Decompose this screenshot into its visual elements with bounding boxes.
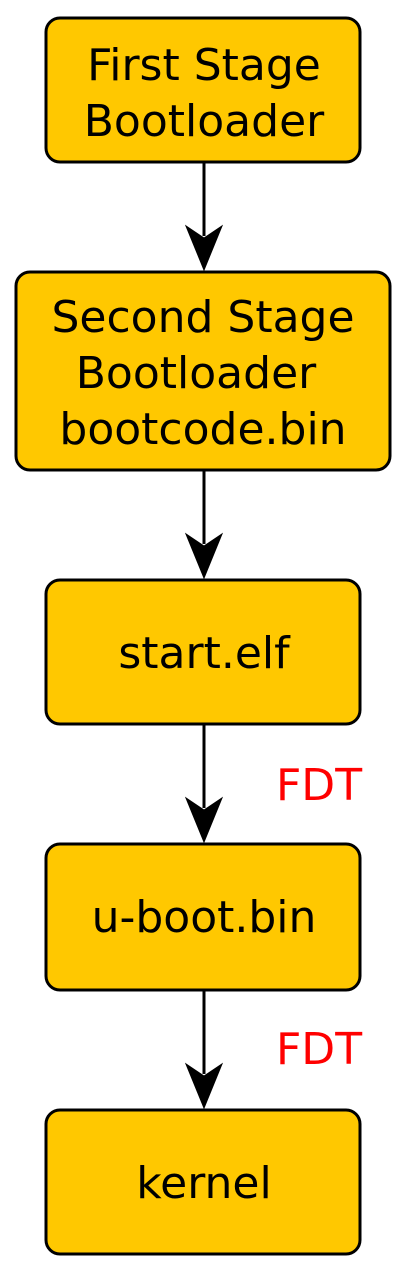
node-u-boot-bin: u-boot.bin (44, 842, 362, 992)
node-label-line: start.elf (118, 628, 291, 679)
node-box (44, 578, 362, 726)
edge-second-to-start (184, 470, 224, 580)
arrow-head (184, 796, 224, 844)
arrow-head (184, 532, 224, 580)
node-label-line: First Stage (87, 40, 321, 91)
node-first-stage-bootloader: First Stage Bootloader (44, 16, 362, 164)
node-second-stage-bootloader: Second Stage Bootloader bootcode.bin (14, 270, 392, 472)
node-label-line: bootcode.bin (59, 404, 346, 455)
edge-label-fdt: FDT (276, 760, 362, 811)
edge-label-fdt: FDT (276, 1024, 362, 1075)
edge-uboot-to-kernel: FDT (184, 990, 362, 1110)
node-box (44, 842, 362, 992)
node-label-line: kernel (136, 1158, 271, 1209)
edge-start-to-uboot: FDT (184, 724, 362, 844)
node-label-line: Bootloader (84, 96, 325, 147)
node-box (44, 16, 362, 164)
node-label-line: u-boot.bin (92, 892, 317, 943)
node-start-elf: start.elf (44, 578, 362, 726)
arrow-head (184, 1062, 224, 1110)
node-label-line: Second Stage (51, 292, 354, 343)
node-label-line: Bootloader (76, 348, 317, 399)
arrow-head (184, 224, 224, 272)
edge-first-to-second (184, 162, 224, 272)
node-box (44, 1108, 362, 1256)
node-box (14, 270, 392, 472)
node-kernel: kernel (44, 1108, 362, 1256)
